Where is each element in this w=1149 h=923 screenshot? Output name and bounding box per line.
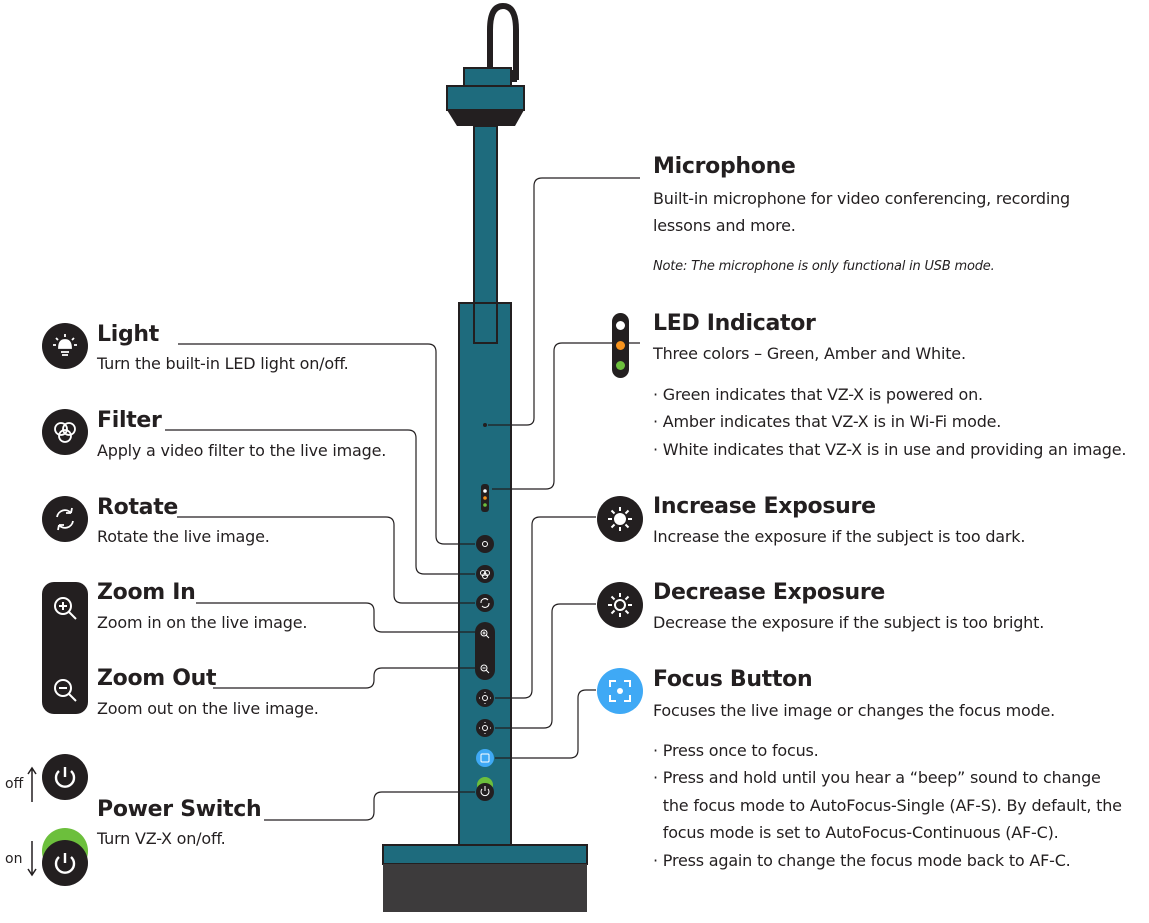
arrow-down-icon	[27, 841, 37, 877]
focus-bullet-2: · Press and hold until you hear a “beep”…	[653, 768, 1101, 787]
device-focus-button	[476, 749, 494, 767]
rotate-title: Rotate	[97, 495, 179, 520]
power-switch-title: Power Switch	[97, 797, 262, 822]
zoom-in-desc: Zoom in on the live image.	[97, 613, 308, 632]
focus-bullet-3: the focus mode to AutoFocus-Single (AF-S…	[653, 796, 1122, 815]
focus-bullet-5: · Press again to change the focus mode b…	[653, 851, 1071, 870]
leader-power-switch	[264, 791, 475, 821]
decrease-exposure-desc: Decrease the exposure if the subject is …	[653, 613, 1045, 632]
led-indicator-icon	[612, 313, 629, 378]
microphone-hole	[483, 423, 487, 427]
decrease-exposure-icon	[597, 582, 643, 628]
microphone-desc-line-2: lessons and more.	[653, 216, 796, 235]
leader-led	[492, 342, 640, 490]
microphone-note: Note: The microphone is only functional …	[653, 259, 995, 274]
led-title: LED Indicator	[653, 311, 816, 336]
zoom-in-title: Zoom In	[97, 580, 196, 605]
microphone-title: Microphone	[653, 154, 796, 179]
light-title: Light	[97, 322, 159, 347]
power-switch-desc: Turn VZ-X on/off.	[97, 829, 226, 848]
filter-desc: Apply a video filter to the live image.	[97, 441, 387, 460]
microphone-desc-line-1: Built-in microphone for video conferenci…	[653, 189, 1070, 208]
device-decrease-exposure-button	[476, 719, 494, 737]
zoom-out-icon	[54, 679, 77, 702]
leader-focus	[495, 689, 596, 759]
focus-bullet-4: focus mode is set to AutoFocus-Continuou…	[653, 823, 1059, 842]
leader-rotate	[177, 516, 475, 604]
focus-bullet-1: · Press once to focus.	[653, 741, 819, 760]
device-zoom-rocker	[475, 622, 495, 680]
leader-filter	[165, 429, 475, 575]
leader-decrease-exposure	[495, 603, 596, 729]
rotate-icon	[42, 496, 88, 542]
filter-title: Filter	[97, 408, 162, 433]
leader-microphone	[488, 177, 640, 426]
camera-head-bottom	[447, 110, 524, 126]
power-on-state-icon	[42, 840, 88, 886]
camera-base	[383, 864, 587, 912]
filter-icon	[42, 409, 88, 455]
rotate-desc: Rotate the live image.	[97, 527, 270, 546]
leader-zoom-out	[213, 667, 475, 689]
increase-exposure-desc: Increase the exposure if the subject is …	[653, 527, 1026, 546]
device-light-button	[476, 535, 494, 553]
zoom-rocker-icon	[42, 582, 88, 714]
arrow-up-icon	[27, 766, 37, 802]
arm-slot	[473, 302, 498, 344]
zoom-out-desc: Zoom out on the live image.	[97, 699, 319, 718]
increase-exposure-title: Increase Exposure	[653, 494, 876, 519]
device-power-button	[476, 783, 494, 801]
leader-increase-exposure	[495, 516, 596, 699]
increase-exposure-icon	[597, 496, 643, 542]
led-bullet-white: · White indicates that VZ-X is in use an…	[653, 440, 1127, 459]
focus-desc: Focuses the live image or changes the fo…	[653, 701, 1056, 720]
leader-zoom-in	[196, 602, 475, 633]
power-off-label: off	[5, 776, 24, 792]
zoom-out-title: Zoom Out	[97, 666, 217, 691]
gooseneck-arm	[487, 2, 519, 80]
power-off-state-icon	[42, 754, 88, 800]
led-desc: Three colors – Green, Amber and White.	[653, 344, 966, 363]
zoom-in-icon	[54, 597, 77, 620]
decrease-exposure-title: Decrease Exposure	[653, 580, 886, 605]
led-bullet-amber: · Amber indicates that VZ-X is in Wi-Fi …	[653, 412, 1002, 431]
focus-icon	[597, 668, 643, 714]
leader-light	[178, 343, 475, 545]
power-on-label: on	[5, 851, 23, 867]
device-increase-exposure-button	[476, 689, 494, 707]
focus-title: Focus Button	[653, 667, 813, 692]
device-rotate-button	[476, 594, 494, 612]
light-icon	[42, 323, 88, 369]
led-bullet-green: · Green indicates that VZ-X is powered o…	[653, 385, 983, 404]
light-desc: Turn the built-in LED light on/off.	[97, 354, 349, 373]
